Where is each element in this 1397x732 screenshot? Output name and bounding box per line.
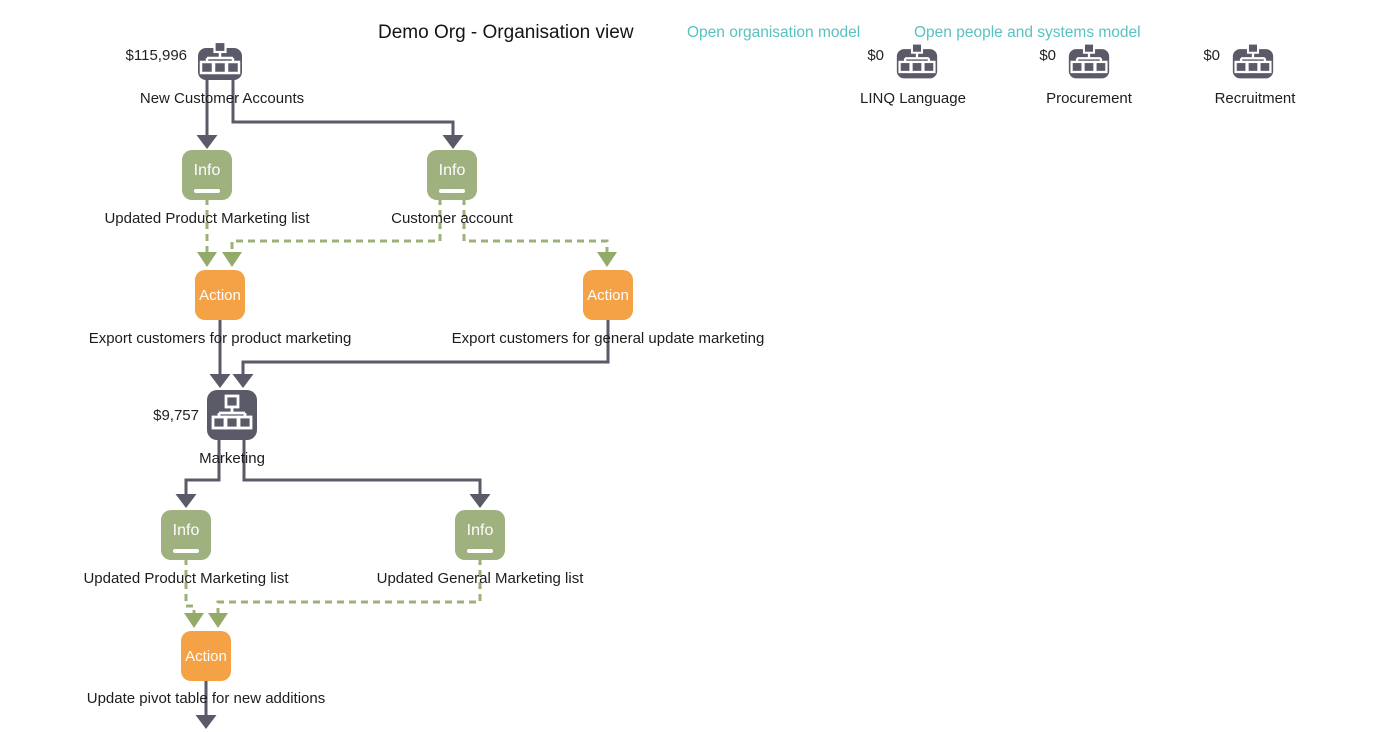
- action-node-update-pivot-table[interactable]: Action: [181, 631, 231, 681]
- info-badge: Info: [466, 522, 494, 539]
- arrowhead-icon: [597, 252, 617, 267]
- info-badge: Info: [438, 162, 466, 179]
- info-node-updated-general-marketing-list[interactable]: Info: [455, 510, 505, 560]
- nca-value: $115,996: [125, 47, 187, 64]
- arrowhead-icon: [209, 374, 231, 388]
- marketing-value: $9,757: [153, 407, 199, 424]
- arrowhead-icon: [195, 715, 217, 729]
- open-organisation-model-link[interactable]: Open organisation model: [687, 24, 861, 41]
- arrowhead-icon: [197, 252, 217, 267]
- info-node-label: Updated General Marketing list: [376, 570, 584, 587]
- info-node-label: Updated Product Marketing list: [104, 210, 310, 227]
- info-underline-bar: [467, 549, 493, 553]
- action-node-label: Export customers for product marketing: [88, 330, 352, 347]
- arrowhead-icon: [442, 135, 464, 149]
- org-chart-icon-procurement[interactable]: [1067, 41, 1111, 86]
- arrowhead-icon: [222, 252, 242, 267]
- org-chart-icon-recruitment[interactable]: [1231, 41, 1275, 86]
- action-badge: Action: [587, 286, 629, 304]
- procurement-label: Procurement: [1046, 90, 1132, 107]
- connector-info2-to-action1: [230, 198, 442, 252]
- marketing-label: Marketing: [199, 450, 265, 467]
- info-node-updated-product-marketing-list-1[interactable]: Info: [182, 150, 232, 200]
- info-node-updated-product-marketing-list-2[interactable]: Info: [161, 510, 211, 560]
- info-underline-bar: [439, 189, 465, 193]
- linq-language-value: $0: [867, 47, 884, 64]
- page-title: Demo Org - Organisation view: [378, 22, 634, 43]
- connector-nca-to-info2: [231, 75, 455, 136]
- connector-info2-to-action2: [462, 198, 609, 252]
- action-badge: Action: [199, 286, 241, 304]
- info-underline-bar: [194, 189, 220, 193]
- action-node-label: Update pivot table for new additions: [86, 690, 326, 707]
- connector-info3-to-action3: [184, 558, 196, 613]
- procurement-value: $0: [1039, 47, 1056, 64]
- info-badge: Info: [193, 162, 221, 179]
- action-node-label: Export customers for general update mark…: [451, 330, 765, 347]
- arrowhead-icon: [175, 494, 197, 508]
- arrowhead-icon: [184, 613, 204, 628]
- info-underline-bar: [173, 549, 199, 553]
- info-node-label: Updated Product Marketing list: [83, 570, 289, 587]
- arrowhead-icon: [208, 613, 228, 628]
- action-badge: Action: [185, 647, 227, 665]
- recruitment-label: Recruitment: [1214, 90, 1296, 107]
- nca-label: New Customer Accounts: [139, 90, 305, 107]
- connector-action2-to-marketing: [241, 320, 610, 375]
- connector-marketing-to-info3: [184, 438, 221, 495]
- action-node-export-general-update-marketing[interactable]: Action: [583, 270, 633, 320]
- recruitment-value: $0: [1203, 47, 1220, 64]
- connector-marketing-to-info4: [242, 438, 482, 495]
- arrowhead-icon: [469, 494, 491, 508]
- info-badge: Info: [172, 522, 200, 539]
- arrowhead-icon: [196, 135, 218, 149]
- linq-language-label: LINQ Language: [860, 90, 966, 107]
- info-node-label: Customer account: [391, 210, 513, 227]
- connector-info4-to-action3: [216, 558, 482, 613]
- org-chart-icon-new-customer-accounts[interactable]: [196, 40, 244, 86]
- arrowhead-icon: [232, 374, 254, 388]
- info-node-customer-account[interactable]: Info: [427, 150, 477, 200]
- open-people-and-systems-model-link[interactable]: Open people and systems model: [914, 24, 1141, 41]
- org-chart-icon-linq-language[interactable]: [895, 41, 939, 86]
- org-chart-icon-marketing[interactable]: [206, 389, 258, 446]
- action-node-export-product-marketing[interactable]: Action: [195, 270, 245, 320]
